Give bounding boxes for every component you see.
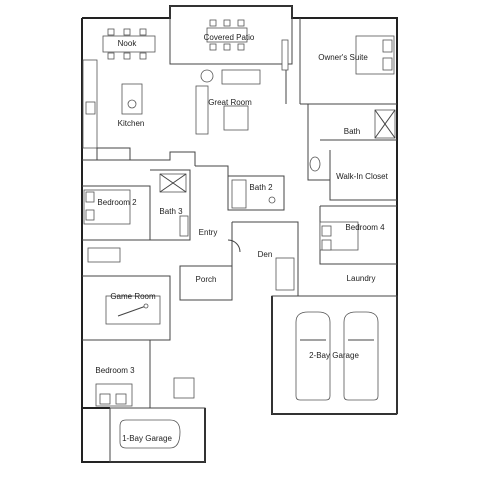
label-covered-patio: Covered Patio xyxy=(203,33,255,42)
bedroom4-laundry-area xyxy=(319,205,397,297)
label-bath3: Bath 3 xyxy=(159,207,183,216)
label-bedroom4: Bedroom 4 xyxy=(345,223,385,232)
label-porch: Porch xyxy=(195,275,217,284)
label-bath2: Bath 2 xyxy=(249,183,273,192)
one-bay-garage-area xyxy=(109,407,206,463)
label-den: Den xyxy=(257,250,273,259)
label-bedroom2: Bedroom 2 xyxy=(97,198,137,207)
porch-area xyxy=(179,265,233,301)
label-walk-in-closet: Walk-In Closet xyxy=(336,172,388,181)
label-great-room: Great Room xyxy=(208,98,252,107)
bedroom3-area xyxy=(82,339,195,408)
label-owners-suite: Owner's Suite xyxy=(318,53,368,62)
label-game-room: Game Room xyxy=(110,292,156,301)
label-nook: Nook xyxy=(117,39,137,48)
bath2-area xyxy=(227,175,285,211)
label-kitchen: Kitchen xyxy=(117,119,145,128)
label-two-bay-garage: 2-Bay Garage xyxy=(309,351,359,360)
label-bedroom3: Bedroom 3 xyxy=(95,366,135,375)
covered-patio-area xyxy=(169,5,293,65)
great-room-area xyxy=(195,39,289,135)
label-one-bay-garage: 1-Bay Garage xyxy=(122,434,172,443)
two-bay-garage-area xyxy=(271,295,398,415)
kitchen-area xyxy=(82,59,196,166)
owners-suite-area xyxy=(299,18,397,201)
label-bath: Bath xyxy=(343,127,361,136)
label-laundry: Laundry xyxy=(346,274,376,283)
game-room-area xyxy=(82,275,171,341)
nook-table xyxy=(102,28,156,60)
bedroom2-bath3-area xyxy=(82,169,191,263)
entry-den-area xyxy=(195,165,299,300)
label-entry: Entry xyxy=(198,228,218,237)
